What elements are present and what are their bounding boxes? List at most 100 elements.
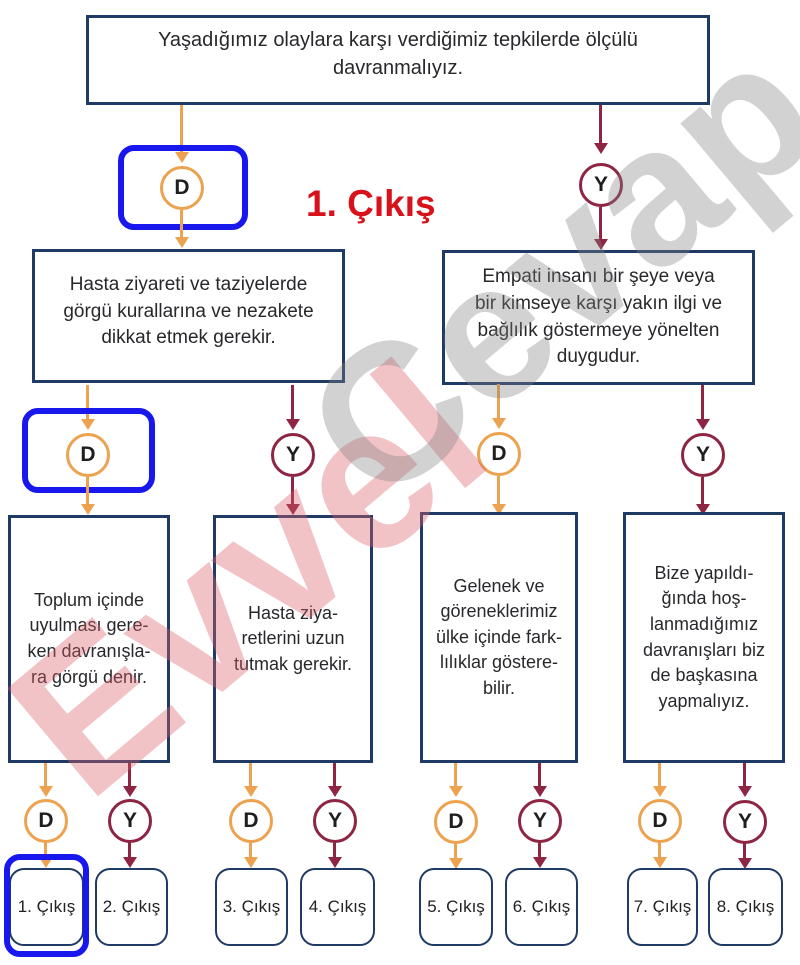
- exit-label: 2. Çıkış: [102, 897, 161, 916]
- arrow-head: [449, 858, 463, 869]
- d-circle-root[interactable]: D: [160, 166, 204, 210]
- arrow-head: [175, 152, 189, 163]
- arrow-head: [738, 786, 752, 797]
- d-circle-b3[interactable]: D: [434, 800, 478, 844]
- arrow-line: [180, 210, 183, 237]
- y-label: Y: [695, 443, 710, 466]
- d-circle-b1[interactable]: D: [24, 799, 68, 843]
- arrow-head: [39, 857, 53, 868]
- arrow-head: [286, 419, 300, 430]
- arrow-head: [492, 418, 506, 429]
- exit-box-5[interactable]: 5. Çıkış: [419, 868, 493, 946]
- root-statement-box: Yaşadığımız olaylara karşı verdiğimiz te…: [86, 15, 710, 105]
- arrow-head: [123, 857, 137, 868]
- arrow-head: [39, 786, 53, 797]
- y-circle-b4[interactable]: Y: [723, 800, 767, 844]
- arrow-line: [291, 385, 294, 419]
- y-circle-l2-right[interactable]: Y: [681, 433, 725, 477]
- d-circle-l2-right[interactable]: D: [477, 432, 521, 476]
- y-circle-b2[interactable]: Y: [313, 799, 357, 843]
- statement-text: Gelenek ve göreneklerimiz ülke içinde fa…: [435, 575, 563, 698]
- exit-label: 3. Çıkış: [222, 897, 281, 916]
- y-label: Y: [327, 809, 342, 832]
- arrow-line: [701, 477, 704, 504]
- exit-box-6[interactable]: 6. Çıkış: [505, 868, 578, 946]
- statement-text: Hasta ziyareti ve taziyelerde görgü kura…: [63, 273, 314, 349]
- d-label: D: [652, 809, 668, 832]
- exit-box-4[interactable]: 4. Çıkış: [300, 868, 375, 946]
- d-circle-b4[interactable]: D: [638, 799, 682, 843]
- arrow-line: [291, 477, 294, 504]
- arrow-line: [454, 842, 457, 858]
- arrow-line: [538, 841, 541, 857]
- arrow-line: [333, 763, 336, 786]
- arrow-head: [244, 857, 258, 868]
- arrow-head: [123, 786, 137, 797]
- arrow-head: [594, 143, 608, 154]
- arrow-head: [533, 786, 547, 797]
- arrow-head: [653, 857, 667, 868]
- arrow-head: [244, 786, 258, 797]
- y-label: Y: [737, 810, 752, 833]
- y-circle-b1[interactable]: Y: [108, 799, 152, 843]
- exit-box-3[interactable]: 3. Çıkış: [215, 868, 288, 946]
- statement-box-level2-right: Empati insanı bir şeye veya bir kimseye …: [442, 250, 755, 385]
- exit-label: 5. Çıkış: [427, 897, 485, 916]
- exit-box-8[interactable]: 8. Çıkış: [708, 868, 783, 946]
- highlight-root-d: [118, 145, 248, 230]
- statement-box-level2-left: Hasta ziyareti ve taziyelerde görgü kura…: [32, 249, 345, 383]
- arrow-line: [86, 385, 89, 419]
- answer-annotation: 1. Çıkış: [306, 183, 436, 224]
- d-circle-l2-left[interactable]: D: [66, 433, 110, 477]
- y-circle-l2-left[interactable]: Y: [271, 433, 315, 477]
- arrow-line: [333, 841, 336, 857]
- arrow-head: [492, 504, 506, 515]
- arrow-line: [658, 763, 661, 786]
- exit-box-7[interactable]: 7. Çıkış: [627, 868, 698, 946]
- arrow-head: [696, 504, 710, 515]
- exit-label: 8. Çıkış: [716, 897, 775, 916]
- arrow-head: [738, 858, 752, 869]
- y-label: Y: [122, 809, 137, 832]
- d-label: D: [38, 809, 54, 832]
- y-label: Y: [285, 443, 300, 466]
- d-circle-b2[interactable]: D: [229, 799, 273, 843]
- arrow-line: [743, 763, 746, 786]
- statement-box-level3-3: Gelenek ve göreneklerimiz ülke içinde fa…: [420, 512, 578, 763]
- arrow-line: [249, 841, 252, 857]
- arrow-head: [328, 857, 342, 868]
- arrow-line: [599, 105, 602, 143]
- statement-box-level3-4: Bize yapıldı- ğında hoş- lanmadığımız da…: [623, 512, 785, 763]
- statement-text: Toplum içinde uyulması gere- ken davranı…: [27, 589, 151, 687]
- arrow-head: [594, 239, 608, 250]
- arrow-line: [86, 477, 89, 504]
- arrow-line: [44, 763, 47, 786]
- y-label: Y: [532, 809, 547, 832]
- y-circle-b3[interactable]: Y: [518, 799, 562, 843]
- arrow-head: [81, 419, 95, 430]
- arrow-head: [533, 857, 547, 868]
- arrow-head: [696, 419, 710, 430]
- arrow-line: [743, 842, 746, 858]
- exit-box-2[interactable]: 2. Çıkış: [95, 868, 168, 946]
- statement-box-level3-1: Toplum içinde uyulması gere- ken davranı…: [8, 515, 170, 763]
- arrow-head: [328, 786, 342, 797]
- arrow-line: [497, 384, 500, 418]
- arrow-line: [454, 763, 457, 786]
- arrow-line: [128, 841, 131, 857]
- statement-box-level3-2: Hasta ziya- retlerini uzun tutmak gereki…: [213, 515, 373, 763]
- arrow-line: [180, 105, 183, 152]
- y-circle-root[interactable]: Y: [579, 163, 623, 207]
- exit-label: 4. Çıkış: [308, 897, 367, 916]
- y-label: Y: [593, 173, 608, 196]
- root-statement-text: Yaşadığımız olaylara karşı verdiğimiz te…: [158, 28, 638, 79]
- statement-text: Hasta ziya- retlerini uzun tutmak gereki…: [233, 602, 353, 674]
- d-label: D: [491, 442, 507, 465]
- arrow-head: [175, 237, 189, 248]
- exit-label: 7. Çıkış: [633, 897, 692, 916]
- arrow-line: [128, 763, 131, 786]
- statement-text: Bize yapıldı- ğında hoş- lanmadığımız da…: [642, 562, 766, 711]
- highlight-exit-1: [4, 854, 89, 957]
- arrow-line: [497, 476, 500, 504]
